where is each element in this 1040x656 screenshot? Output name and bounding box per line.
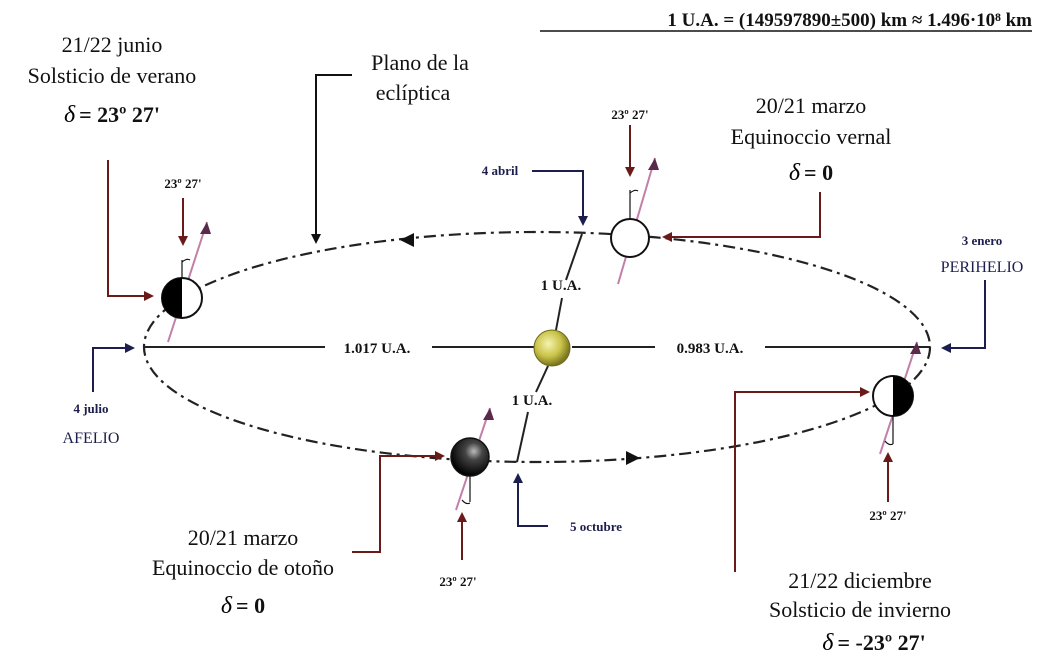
angle-arc-winter [885,441,893,445]
vernal-pointer-head [662,232,672,242]
winter-declination: δ = -23º 27' [822,630,925,656]
vernal-declination: δ = 0 [789,160,833,186]
tilt-pointer-head-summer [178,236,188,246]
winter-title: Solsticio de invierno [769,597,951,622]
ecliptic-label-line2: eclíptica [376,80,451,105]
autumn-title: Equinoccio de otoño [152,555,334,580]
vernal-pointer [670,192,820,237]
tilt-label-vernal: 23º 27' [611,107,648,122]
ua-label-top: 1 U.A. [541,278,582,294]
ecliptic-pointer [316,75,352,236]
october-pointer [518,482,548,526]
earth-vernal-equinox [611,158,659,284]
orbit-direction-arrow-top [400,233,414,247]
aphelion-label: AFELIO [63,430,120,447]
radius-line-upper [566,234,582,280]
vernal-date: 20/21 marzo [756,93,867,118]
tilt-label-winter: 23º 27' [869,508,906,523]
delta-symbol-autumn: δ [221,593,233,619]
tilt-label-autumn: 23º 27' [439,574,476,589]
ecliptic-label-line1: Plano de la [371,50,469,75]
vernal-title: Equinoccio vernal [731,124,892,149]
winter-date: 21/22 diciembre [788,568,932,593]
winter-pointer-head [860,387,870,397]
october-pointer-head [513,473,523,483]
april-pointer-head [578,216,588,226]
tilt-pointer-head-vernal [625,167,635,177]
radius-line-lower [536,366,548,392]
april-pointer [532,171,583,218]
tilt-pointer-head-autumn [457,512,467,522]
au-formula: 1 U.A. = (149597890±500) km ≈ 1.496·10⁸ … [667,10,1032,31]
radius-line-lower-2 [517,412,528,462]
ecliptic-pointer-head [311,234,321,244]
october-label: 5 octubre [570,519,622,534]
perihelion-date: 3 enero [962,233,1003,248]
angle-arc-autumn [462,500,470,504]
tilt-pointer-head-winter [883,452,893,462]
perihelion-label: PERIHELIO [941,259,1024,276]
summer-title: Solsticio de verano [28,63,197,88]
delta-symbol-summer: δ [64,102,76,128]
earth-globe-vernal [611,219,649,257]
earth-night-side-summer [162,278,182,318]
aphelion-pointer [93,348,126,392]
aphelion-pointer-head [125,343,135,353]
april-label: 4 abril [482,163,519,178]
angle-arc-vernal [630,190,638,193]
sun [534,330,570,366]
orbit-direction-arrow-bottom [626,451,640,465]
perihelion-pointer-head [941,343,951,353]
earth-autumn-equinox [451,408,494,510]
autumn-pointer [352,456,436,552]
perihelion-distance-label: 0.983 U.A. [677,341,744,357]
delta-value-vernal: = 0 [804,160,833,185]
delta-value-summer: = 23º 27' [79,102,160,127]
autumn-declination: δ = 0 [221,593,265,619]
perihelion-pointer [950,280,985,348]
angle-arc-summer [182,259,190,262]
summer-pointer-head [144,291,154,301]
autumn-date: 20/21 marzo [188,525,299,550]
aphelion-distance-label: 1.017 U.A. [344,341,411,357]
summer-date: 21/22 junio [62,32,163,57]
earth-winter-solstice [873,342,921,454]
summer-pointer [108,160,146,296]
delta-value-winter: = -23º 27' [837,630,925,655]
earth-globe-autumn [451,438,489,476]
radius-line-upper-2 [556,298,562,330]
summer-declination: δ = 23º 27' [64,102,160,128]
delta-symbol-winter: δ [822,630,834,656]
aphelion-date: 4 julio [73,401,108,416]
delta-value-autumn: = 0 [236,593,265,618]
earth-summer-solstice [162,222,211,342]
ua-label-bottom: 1 U.A. [512,393,553,409]
tilt-label-summer: 23º 27' [164,176,201,191]
delta-symbol-vernal: δ [789,160,801,186]
